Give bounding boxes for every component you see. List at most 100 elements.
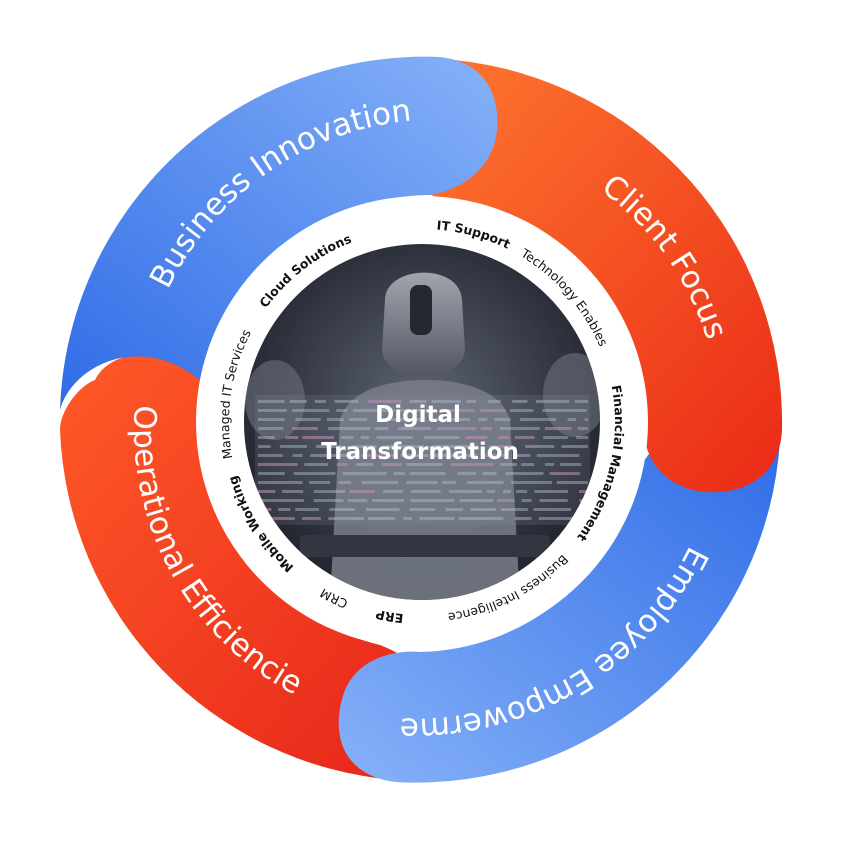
code-line — [366, 508, 400, 511]
segment-business-innovation — [60, 56, 498, 410]
code-line — [574, 400, 588, 403]
code-line — [577, 427, 588, 430]
code-line — [403, 517, 412, 520]
code-line — [376, 436, 413, 439]
code-line — [465, 436, 488, 439]
code-line — [481, 454, 505, 457]
code-line — [347, 499, 368, 502]
code-line — [406, 481, 438, 484]
code-line — [511, 481, 552, 484]
code-line — [374, 427, 389, 430]
code-line — [334, 400, 359, 403]
segment-client-focus — [391, 60, 783, 493]
code-line — [514, 436, 535, 439]
code-line — [282, 490, 304, 493]
code-line — [498, 436, 510, 439]
code-line — [302, 517, 321, 520]
code-line — [258, 472, 285, 475]
segment-employee-empowerment — [338, 429, 780, 783]
code-line — [560, 463, 582, 466]
code-line — [302, 436, 334, 439]
center-photo — [244, 244, 600, 600]
code-line — [328, 517, 364, 520]
code-line — [348, 418, 368, 421]
code-line — [542, 409, 587, 412]
code-line — [466, 400, 477, 403]
code-line — [478, 418, 488, 421]
code-line — [441, 409, 475, 412]
code-line — [500, 508, 528, 511]
code-line — [488, 445, 514, 448]
code-line — [295, 508, 319, 511]
code-line — [258, 427, 284, 430]
code-line — [326, 418, 344, 421]
code-line — [515, 490, 528, 493]
code-line — [500, 427, 540, 430]
code-line — [419, 517, 455, 520]
center-title-line1: Digital — [375, 402, 461, 428]
code-line — [449, 490, 483, 493]
code-line — [470, 508, 497, 511]
code-line — [292, 427, 318, 430]
code-line — [525, 445, 555, 448]
code-line — [521, 463, 535, 466]
code-line — [352, 445, 377, 448]
code-line — [451, 463, 494, 466]
code-line — [386, 445, 425, 448]
code-line — [258, 499, 304, 502]
center-title-line2: Transformation — [321, 439, 519, 465]
code-line — [561, 445, 588, 448]
code-line — [285, 436, 299, 439]
code-line — [556, 481, 588, 484]
code-line — [513, 454, 531, 457]
code-line — [433, 418, 471, 421]
code-line — [505, 472, 544, 475]
code-line — [535, 400, 570, 403]
code-line — [509, 409, 534, 412]
code-line — [279, 445, 307, 448]
code-line — [497, 499, 515, 502]
code-line — [536, 454, 580, 457]
code-line — [584, 418, 588, 421]
code-line — [361, 481, 398, 484]
code-line — [410, 472, 446, 475]
code-line — [258, 454, 283, 457]
code-line — [336, 463, 348, 466]
code-line — [316, 445, 342, 448]
code-line — [258, 409, 287, 412]
code-line — [400, 454, 429, 457]
code-line — [329, 508, 355, 511]
code-line — [360, 436, 369, 439]
code-line — [289, 400, 307, 403]
code-line — [576, 436, 588, 439]
code-line — [349, 490, 376, 493]
code-line — [378, 418, 423, 421]
code-line — [328, 427, 371, 430]
code-line — [409, 400, 427, 403]
code-line — [342, 472, 387, 475]
code-line — [543, 436, 568, 439]
code-line — [353, 409, 395, 412]
code-line — [539, 499, 568, 502]
code-line — [355, 463, 374, 466]
code-line — [500, 463, 517, 466]
code-line — [431, 400, 461, 403]
code-line — [538, 517, 582, 520]
code-line — [258, 436, 275, 439]
code-line — [482, 472, 497, 475]
code-line — [410, 490, 441, 493]
code-line — [338, 481, 352, 484]
code-line — [534, 490, 568, 493]
code-line — [445, 508, 464, 511]
code-line — [258, 418, 285, 421]
code-line — [514, 517, 532, 520]
code-line — [258, 490, 276, 493]
code-line — [313, 499, 344, 502]
code-line — [292, 454, 303, 457]
code-lines — [258, 400, 588, 520]
code-line — [393, 472, 405, 475]
code-line — [341, 436, 354, 439]
code-line — [314, 400, 326, 403]
code-line — [579, 490, 588, 493]
